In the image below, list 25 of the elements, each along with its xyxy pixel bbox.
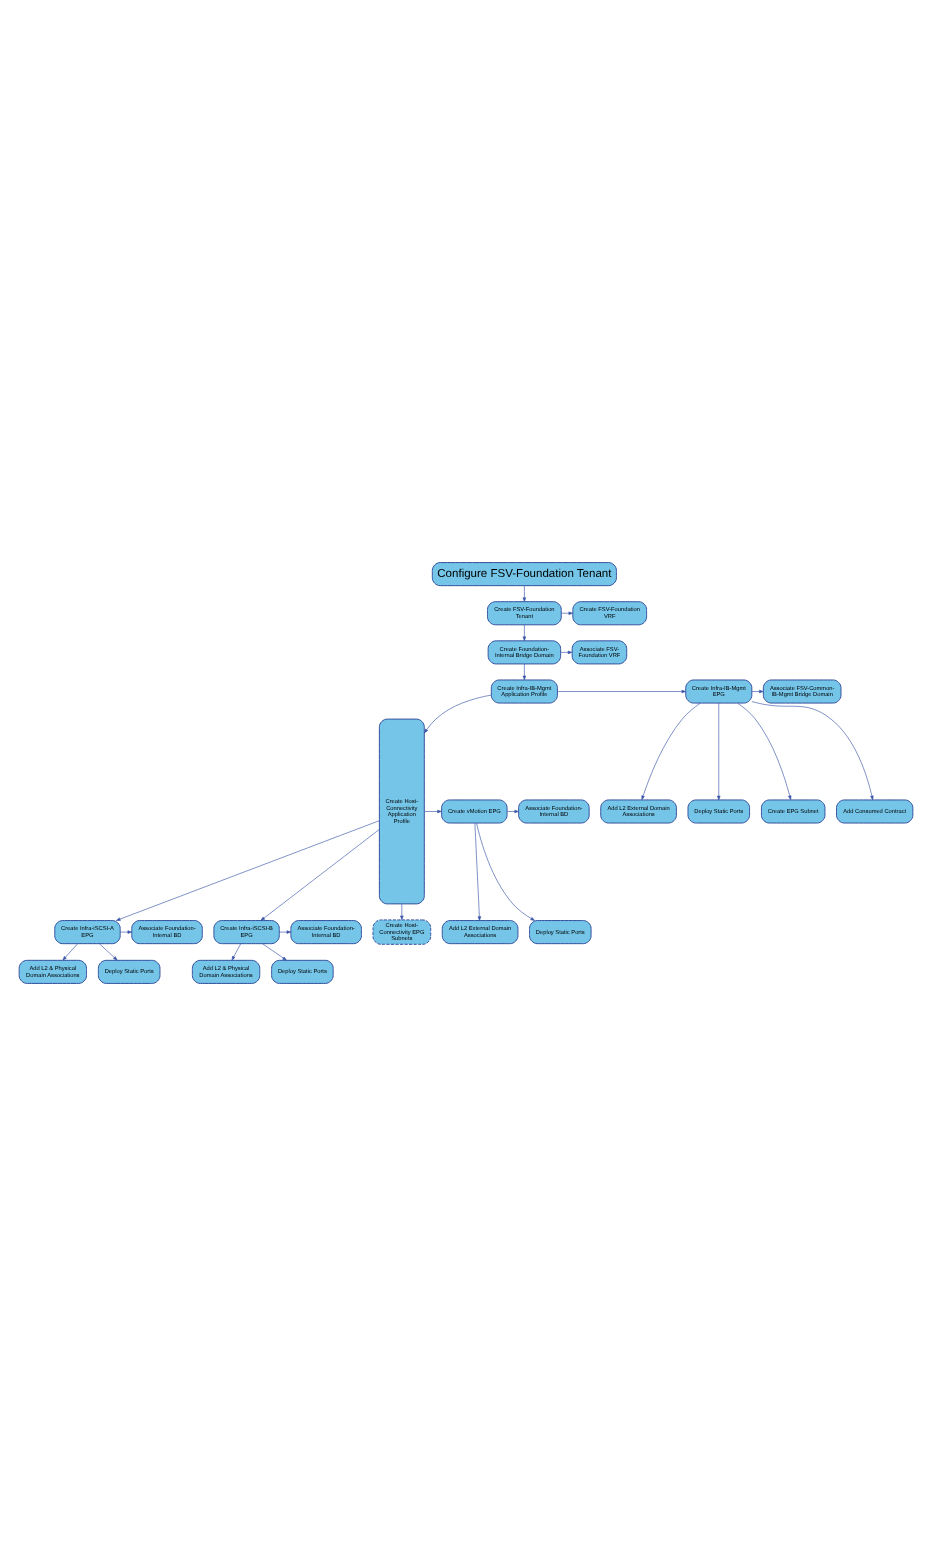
arrow (522, 623, 527, 640)
arrow (231, 942, 242, 960)
arrow (641, 701, 701, 800)
arrow (737, 701, 792, 799)
arrow (506, 808, 519, 813)
arrow (474, 821, 482, 920)
arrow (561, 610, 574, 614)
arrow (400, 902, 404, 920)
arrow (424, 808, 442, 813)
arrow (522, 662, 527, 680)
arrow (424, 693, 492, 733)
arrow (717, 701, 721, 800)
arrow (751, 688, 764, 693)
arrow (99, 942, 118, 960)
arrow (116, 819, 380, 920)
arrow (522, 584, 527, 601)
arrow (120, 929, 133, 933)
arrow (476, 821, 535, 920)
arrow (557, 688, 687, 693)
arrow (262, 942, 287, 960)
arrow (560, 649, 573, 654)
arrow (279, 929, 292, 933)
arrow (751, 700, 874, 800)
arrow (62, 942, 78, 960)
arrow (260, 828, 380, 920)
